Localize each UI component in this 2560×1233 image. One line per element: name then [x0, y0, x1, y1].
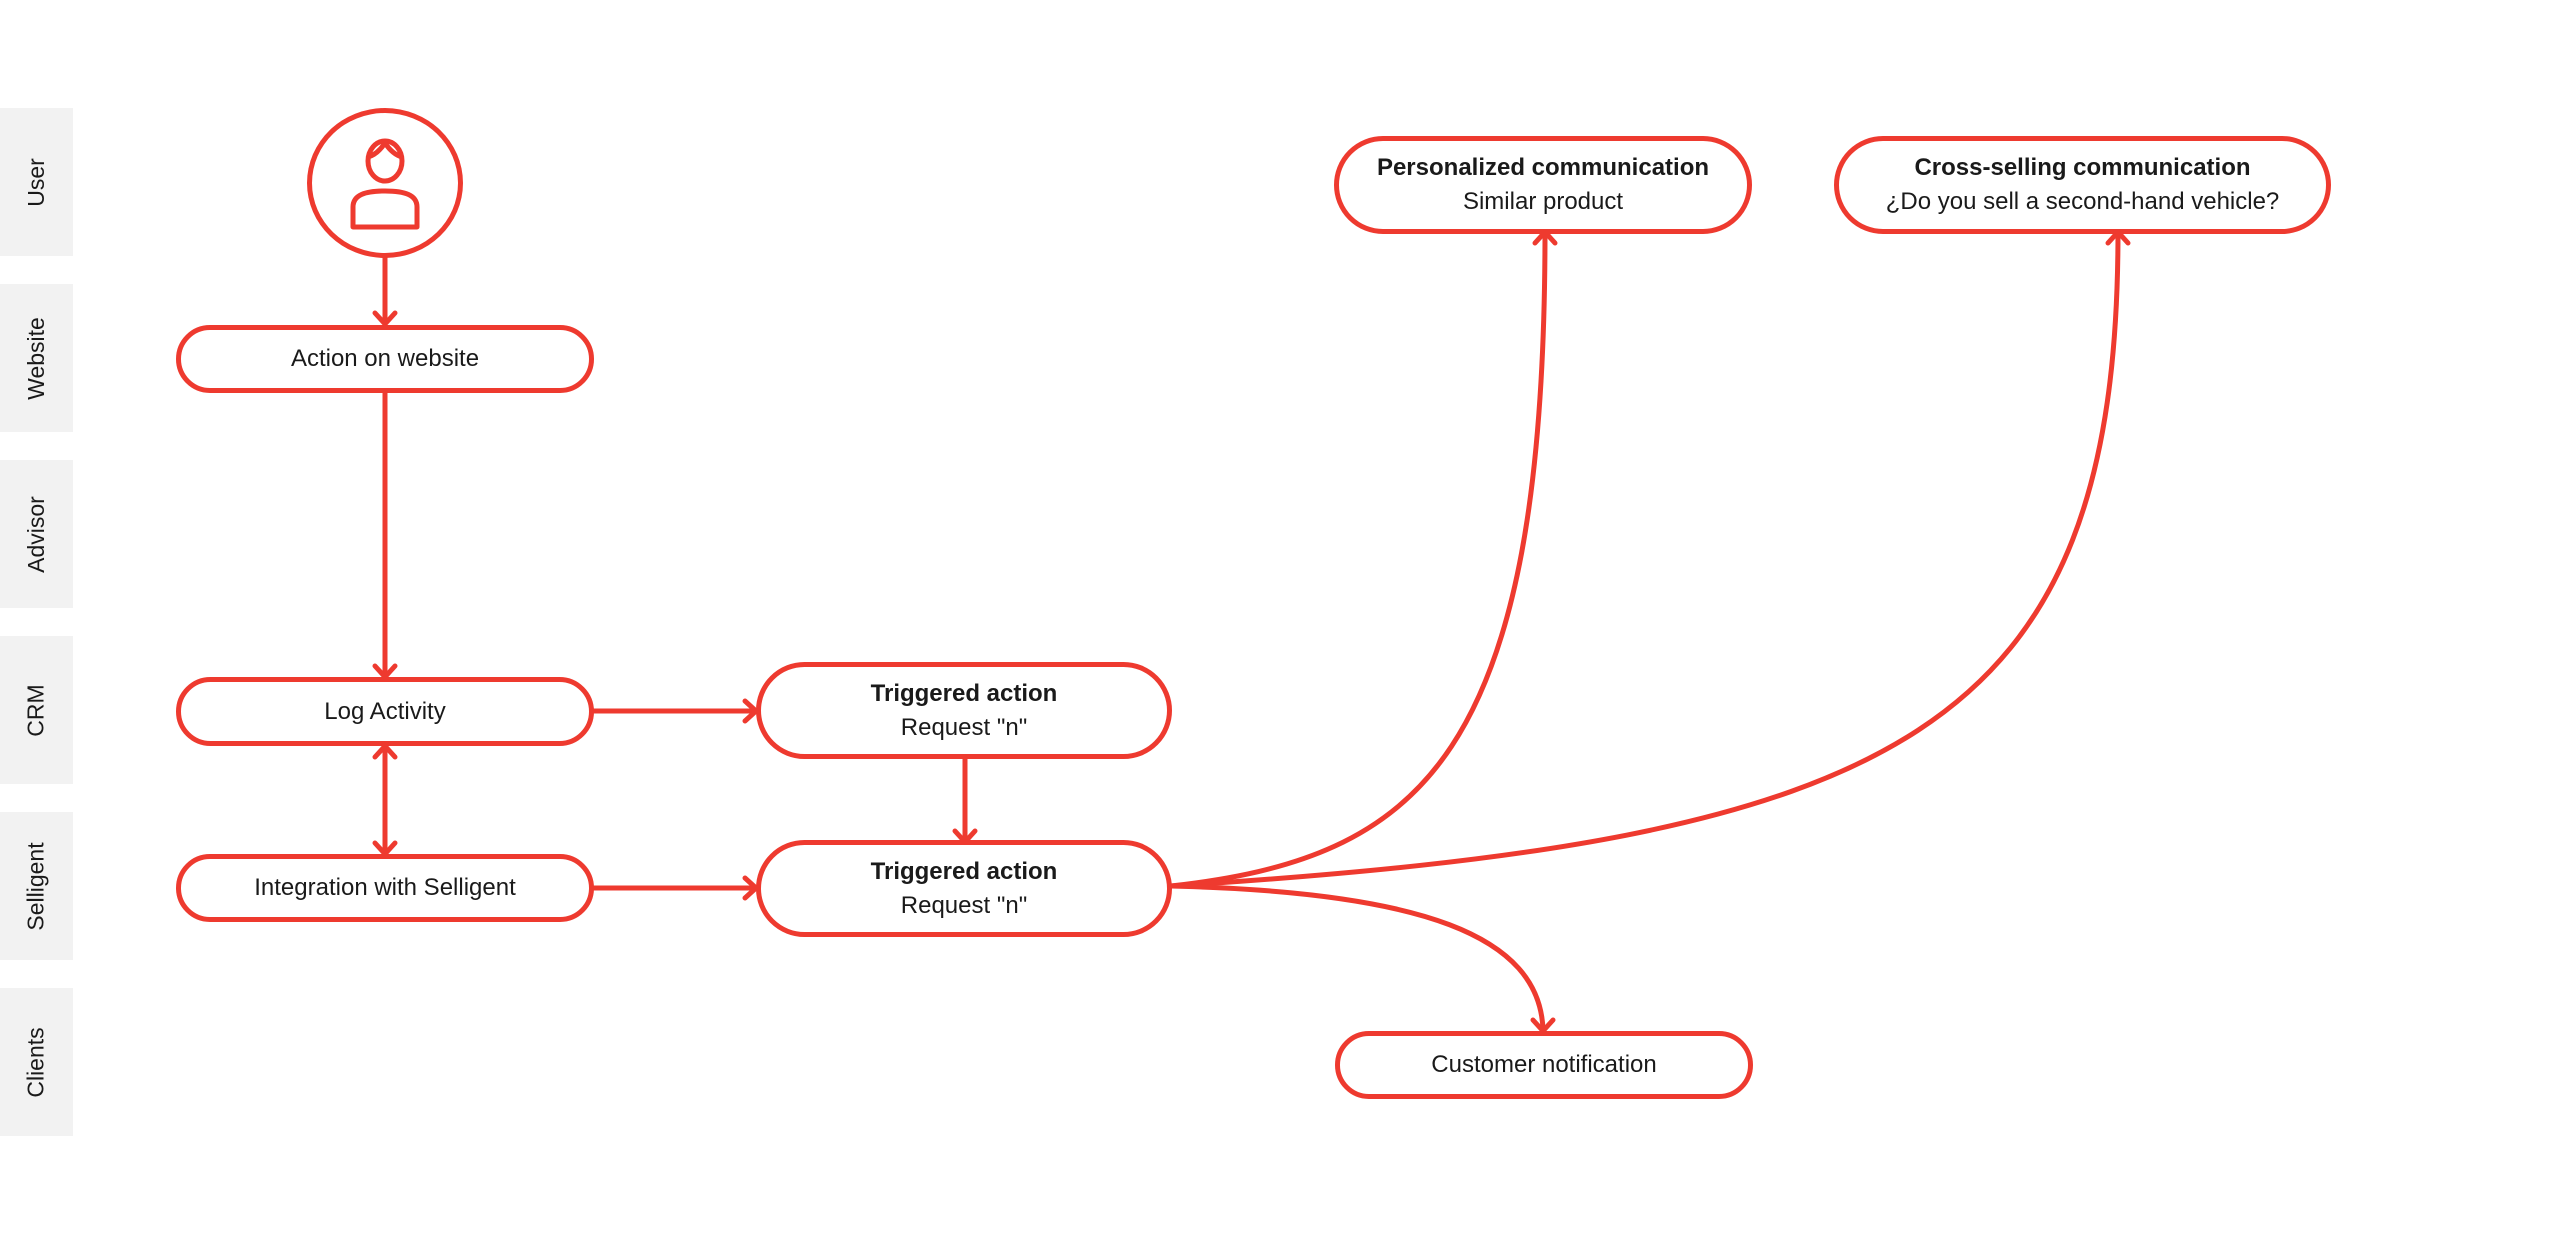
node-subtitle: Request "n"	[900, 891, 1028, 919]
lane-clients: Clients	[0, 988, 73, 1136]
node-triggered-action-crm: Triggered action Request "n"	[756, 662, 1172, 759]
edge-to-cross-selling-communication	[1168, 229, 2121, 889]
node-log-activity: Log Activity	[176, 677, 594, 746]
lane-label: Selligent	[23, 841, 50, 931]
node-label: Integration with Selligent	[254, 874, 516, 901]
arrowhead	[372, 743, 398, 760]
node-subtitle: ¿Do you sell a second-hand vehicle?	[1885, 188, 2280, 215]
node-subtitle: Request "n"	[900, 713, 1028, 741]
node-personalized-communication: Personalized communication Similar produ…	[1334, 136, 1752, 234]
lane-website: Website	[0, 284, 73, 432]
node-subtitle: Similar product	[1462, 188, 1624, 215]
node-title: Personalized communication	[1376, 154, 1710, 181]
node-integration-with-selligent: Integration with Selligent	[176, 854, 594, 922]
lane-label: Website	[23, 316, 50, 400]
node-cross-selling-communication: Cross-selling communication ¿Do you sell…	[1834, 136, 2331, 234]
lane-user: User	[0, 108, 73, 256]
lane-label: Clients	[23, 1026, 49, 1098]
node-title: Triggered action	[870, 857, 1058, 885]
lane-crm: CRM	[0, 636, 73, 784]
node-label: Action on website	[290, 345, 480, 372]
node-label: Customer notification	[1431, 1051, 1657, 1078]
lane-selligent: Selligent	[0, 812, 73, 960]
node-title: Cross-selling communication	[1914, 154, 2251, 181]
lane-advisor: Advisor	[0, 460, 73, 608]
node-title: Triggered action	[870, 679, 1058, 707]
arrowhead	[372, 310, 398, 327]
lane-label: User	[23, 157, 49, 207]
lane-label: Advisor	[23, 495, 50, 573]
node-customer-notification: Customer notification	[1335, 1031, 1753, 1099]
node-label: Log Activity	[324, 697, 446, 725]
edge-to-personalized-communication	[1168, 229, 1548, 889]
user-icon	[350, 138, 420, 230]
user-node	[307, 108, 463, 258]
lane-label: CRM	[22, 683, 49, 737]
edge-to-customer-notification	[1168, 883, 1546, 1033]
node-triggered-action-selligent: Triggered action Request "n"	[756, 840, 1172, 937]
node-action-on-website: Action on website	[176, 325, 594, 393]
